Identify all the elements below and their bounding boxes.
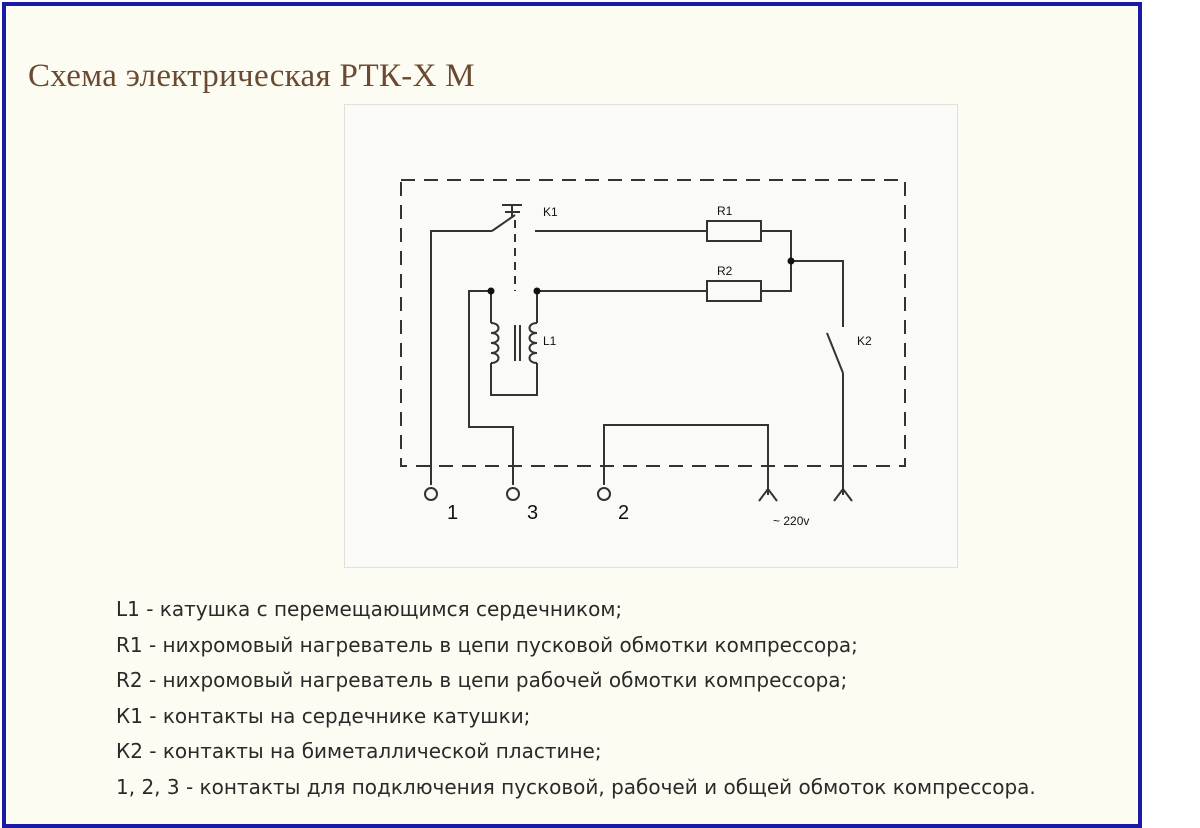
label-l1: L1 (543, 334, 557, 348)
label-terminal-3: 3 (527, 502, 538, 524)
coil-left-winding (490, 322, 500, 364)
resistor-r2 (706, 280, 762, 302)
wire-terminal-2 (603, 424, 769, 495)
terminal-2 (597, 487, 611, 501)
terminal-3 (506, 487, 520, 501)
legend-item: L1 - катушка с перемещающимся сердечнико… (116, 597, 623, 621)
page-title: Схема электрическая РТК-Х М (28, 58, 475, 94)
label-k1: K1 (543, 205, 558, 219)
legend-item: R2 - нихромовый нагреватель в цепи рабоч… (116, 668, 848, 692)
resistor-r1 (706, 220, 762, 242)
wire-terminal-1 (430, 230, 492, 485)
legend-item: 1, 2, 3 - контакты для подключения пуско… (116, 774, 1036, 799)
k1-actuator (502, 204, 522, 218)
label-supply: ~ 220v (773, 514, 809, 528)
content-frame: Схема электрическая РТК-Х М (2, 2, 1142, 828)
wire-r2-out (761, 260, 844, 327)
junction-dot (533, 287, 541, 295)
junction-dot (787, 257, 795, 265)
legend-item: К1 - контакты на сердечнике катушки; (116, 703, 531, 728)
wire-r1-out (761, 230, 792, 287)
junction-dot (487, 287, 495, 295)
circuit-svg: K1 R1 R2 L1 K2 1 3 2 ~ 220v (400, 179, 906, 528)
terminal-1 (424, 487, 438, 501)
supply-fork-left (758, 487, 778, 502)
label-k2: K2 (857, 334, 872, 348)
label-terminal-1: 1 (447, 502, 458, 524)
supply-fork-right (833, 487, 853, 502)
circuit-diagram: K1 R1 R2 L1 K2 1 3 2 ~ 220v (344, 104, 958, 568)
device-enclosure (400, 179, 906, 467)
coil-right-winding (528, 322, 538, 364)
label-r1: R1 (717, 204, 733, 218)
wire-terminal-3 (468, 290, 514, 485)
wire-coil-bottom (490, 363, 538, 396)
label-terminal-2: 2 (618, 502, 629, 524)
legend-item: R1 - нихромовый нагреватель в цепи пуско… (116, 632, 858, 657)
legend-list: L1 - катушка с перемещающимся сердечнико… (116, 592, 1036, 805)
k2-switch-blade (826, 332, 844, 374)
label-r2: R2 (717, 264, 733, 278)
legend-item: К2 - контакты на биметаллической пластин… (116, 739, 602, 763)
